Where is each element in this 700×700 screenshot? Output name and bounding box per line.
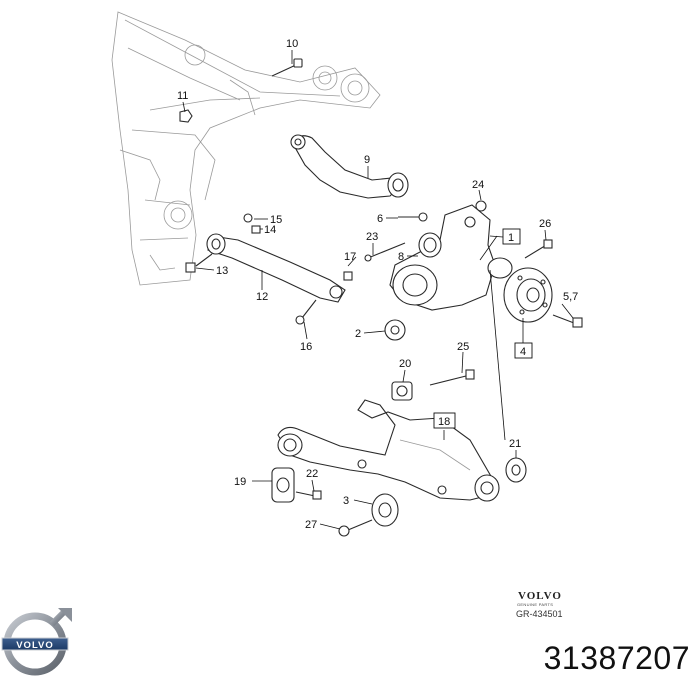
callout-12: 12	[256, 291, 268, 303]
callout-25: 25	[457, 341, 469, 353]
callout-18: 18	[438, 416, 450, 428]
wheel-hub-4-drawing	[487, 257, 583, 328]
bushing-21-drawing	[505, 457, 527, 483]
callout-17: 17	[344, 251, 356, 263]
callout-5-7: 5,7	[563, 291, 578, 303]
bushing-3-drawing	[338, 493, 399, 537]
callout-18-box	[433, 412, 456, 429]
leader-lines	[182, 50, 574, 530]
fasteners-drawing	[185, 200, 553, 325]
callout-10: 10	[286, 38, 298, 50]
callout-20: 20	[399, 358, 411, 370]
callout-24: 24	[472, 179, 484, 191]
callout-1-box	[502, 228, 521, 245]
bushing-19-drawing	[271, 467, 322, 503]
bushing-2-drawing	[384, 319, 406, 341]
callout-21: 21	[509, 438, 521, 450]
part-number: 31387207	[543, 640, 690, 676]
callout-6: 6	[377, 213, 383, 225]
callout-23: 23	[366, 231, 378, 243]
callout-3: 3	[343, 495, 349, 507]
volvo-wordmark: VOLVO	[518, 590, 562, 602]
upper-arm-9-drawing	[290, 134, 409, 199]
drawing-code: GR-434501	[516, 609, 563, 619]
subframe-drawing	[111, 11, 381, 286]
link-arm-12-drawing	[206, 233, 346, 303]
callout-14: 14	[264, 224, 276, 236]
callout-15: 15	[270, 214, 282, 226]
callout-8: 8	[398, 251, 404, 263]
callout-4-box	[514, 342, 533, 359]
callout-labels: 10 11 9 24 6 15 14 23 1 26 8 17 13 12 5,…	[177, 38, 578, 531]
callout-4: 4	[520, 346, 526, 358]
callout-27: 27	[305, 519, 317, 531]
callout-16: 16	[300, 341, 312, 353]
volvo-logo-icon: VOLVO	[1, 607, 72, 676]
bushing-20-drawing	[391, 369, 475, 401]
nut-11-drawing	[179, 109, 193, 123]
lower-arm-18-drawing	[277, 399, 500, 502]
knuckle-1-drawing	[389, 204, 496, 311]
callout-22: 22	[306, 468, 318, 480]
genuine-parts-tagline: GENUINE PARTS	[517, 602, 554, 607]
callout-26: 26	[539, 218, 551, 230]
bolt-10-drawing	[271, 58, 303, 77]
callout-1: 1	[508, 232, 514, 244]
callout-19: 19	[234, 476, 246, 488]
callout-2: 2	[355, 328, 361, 340]
callout-11: 11	[177, 90, 188, 102]
svg-text:VOLVO: VOLVO	[16, 640, 54, 651]
callout-9: 9	[364, 154, 370, 166]
callout-13: 13	[216, 265, 228, 277]
